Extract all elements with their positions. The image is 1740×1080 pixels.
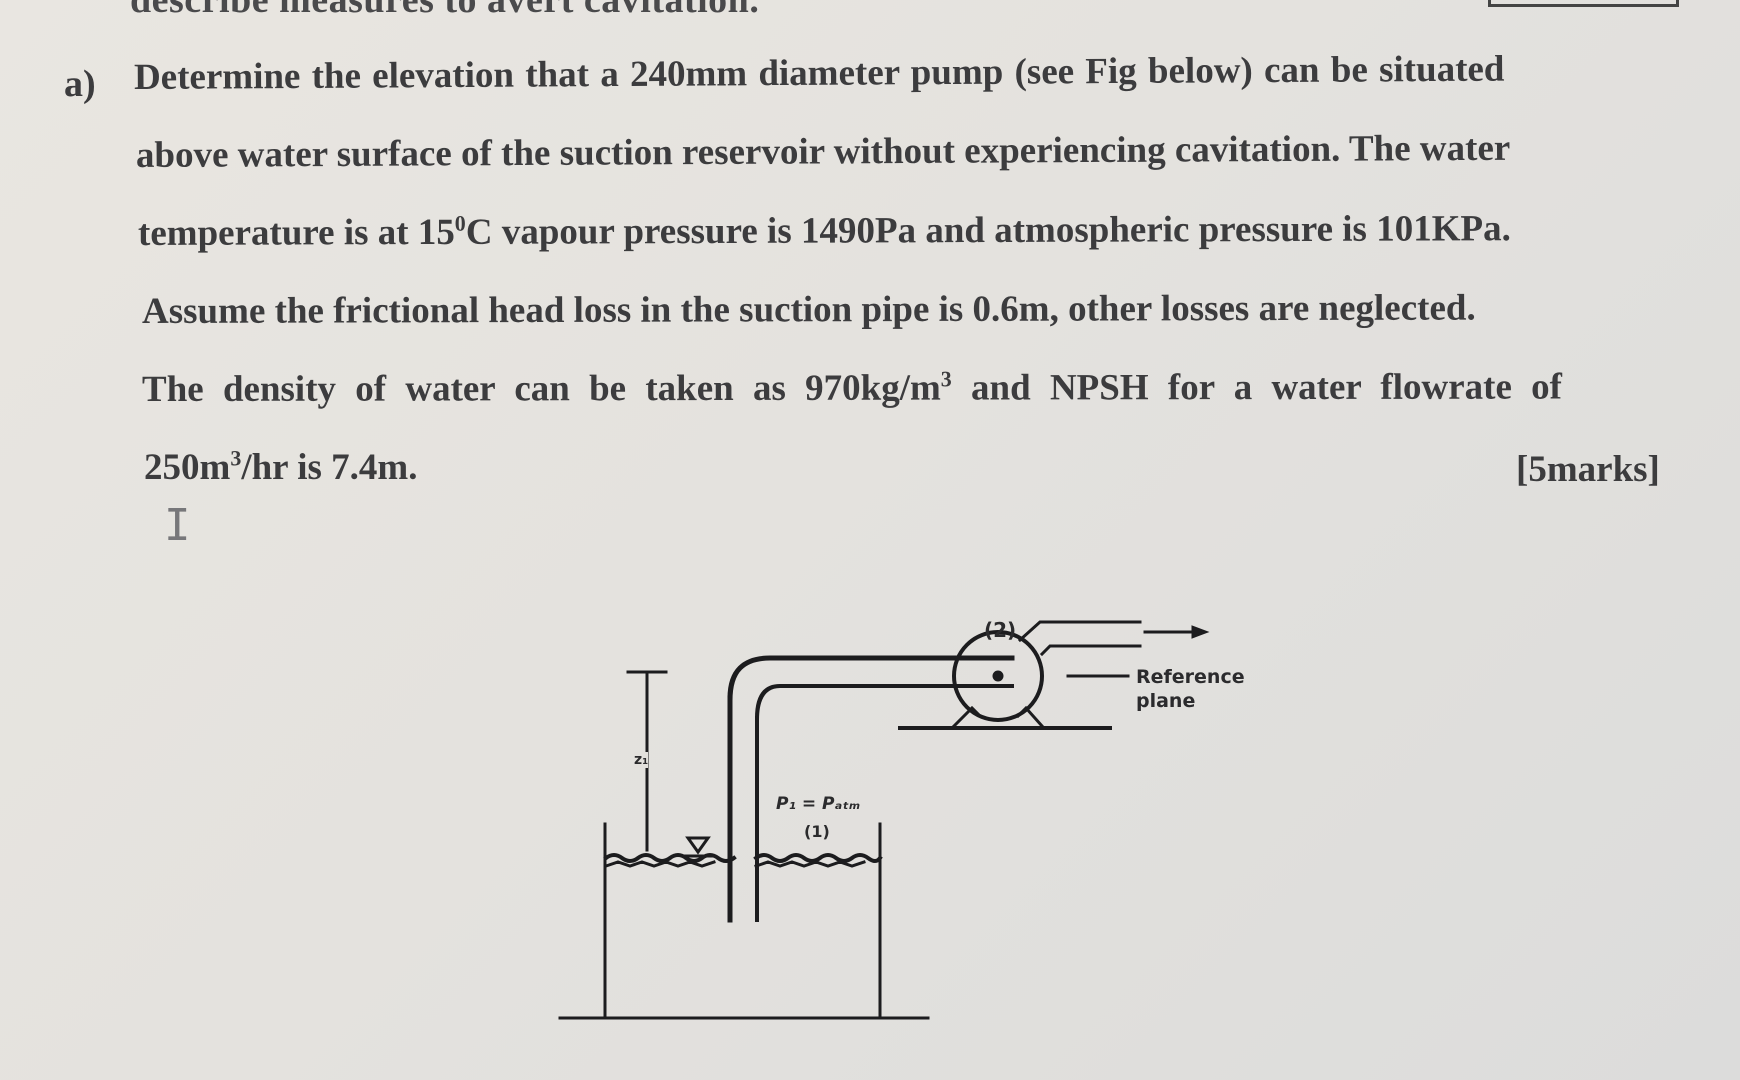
height-label: z₁ — [634, 752, 649, 768]
pump-foot-left — [951, 705, 983, 729]
question-line-4: Assume the frictional head loss in the s… — [141, 287, 1476, 332]
line-5-rest: and NPSH for a water flowrate of — [951, 366, 1563, 409]
point-1-label: (1) — [804, 822, 830, 841]
previous-question-text: describe measures to avert cavitation. — [130, 0, 760, 21]
water-surface-right — [753, 853, 883, 863]
point-2-label: (2) — [984, 618, 1017, 642]
point-2-dot — [992, 670, 1004, 682]
question-line-5: The density of water can be taken as 970… — [142, 366, 1562, 411]
cubic-superscript: 3 — [940, 366, 952, 392]
water-level-icon — [685, 836, 711, 855]
pipe-elbow-inner — [754, 684, 1014, 721]
pump-outlet-bottom — [1039, 644, 1142, 657]
line-3-text: temperature is at 15 — [137, 211, 455, 254]
question-line-1: Determine the elevation that a 240mm dia… — [133, 48, 1505, 98]
question-label: a) — [64, 63, 96, 105]
question-line-2: above water surface of the suction reser… — [135, 127, 1511, 176]
pump-casing — [952, 630, 1044, 722]
question-line-3: temperature is at 150C vapour pressure i… — [138, 207, 1511, 255]
pump-outlet-top — [1017, 620, 1142, 643]
previous-marks-bracket — [1488, 0, 1679, 7]
line-5-text: The density of water can be taken as 970… — [141, 367, 941, 410]
pressure-label: P₁ = Pₐₜₘ — [776, 794, 861, 814]
pump-figure: (2) Reference plane z₁ P₁ = Pₐₜₘ (1) — [540, 600, 1280, 1040]
flow-arrow-head — [1191, 625, 1210, 639]
water-texture-right — [754, 860, 866, 868]
degree-superscript: 0 — [454, 210, 466, 236]
pump-diagram — [558, 620, 1210, 1020]
reference-label: Reference — [1136, 666, 1245, 688]
question-line-6: 250m3/hr is 7.4m. — [144, 446, 417, 489]
plane-label: plane — [1136, 690, 1196, 712]
flow-superscript: 3 — [230, 445, 242, 471]
line-3-rest: C vapour pressure is 1490Pa and atmosphe… — [465, 208, 1511, 253]
line-6-rest: /hr is 7.4m. — [241, 447, 418, 488]
marks-label: [5marks] — [1516, 449, 1660, 490]
line-6-text: 250m — [144, 447, 231, 488]
pump-foot-right — [1015, 705, 1045, 729]
water-surface-left — [603, 853, 737, 863]
text-cursor-icon: I — [164, 500, 191, 551]
pipe-elbow-outer — [727, 655, 1015, 701]
water-texture-left — [604, 860, 716, 868]
